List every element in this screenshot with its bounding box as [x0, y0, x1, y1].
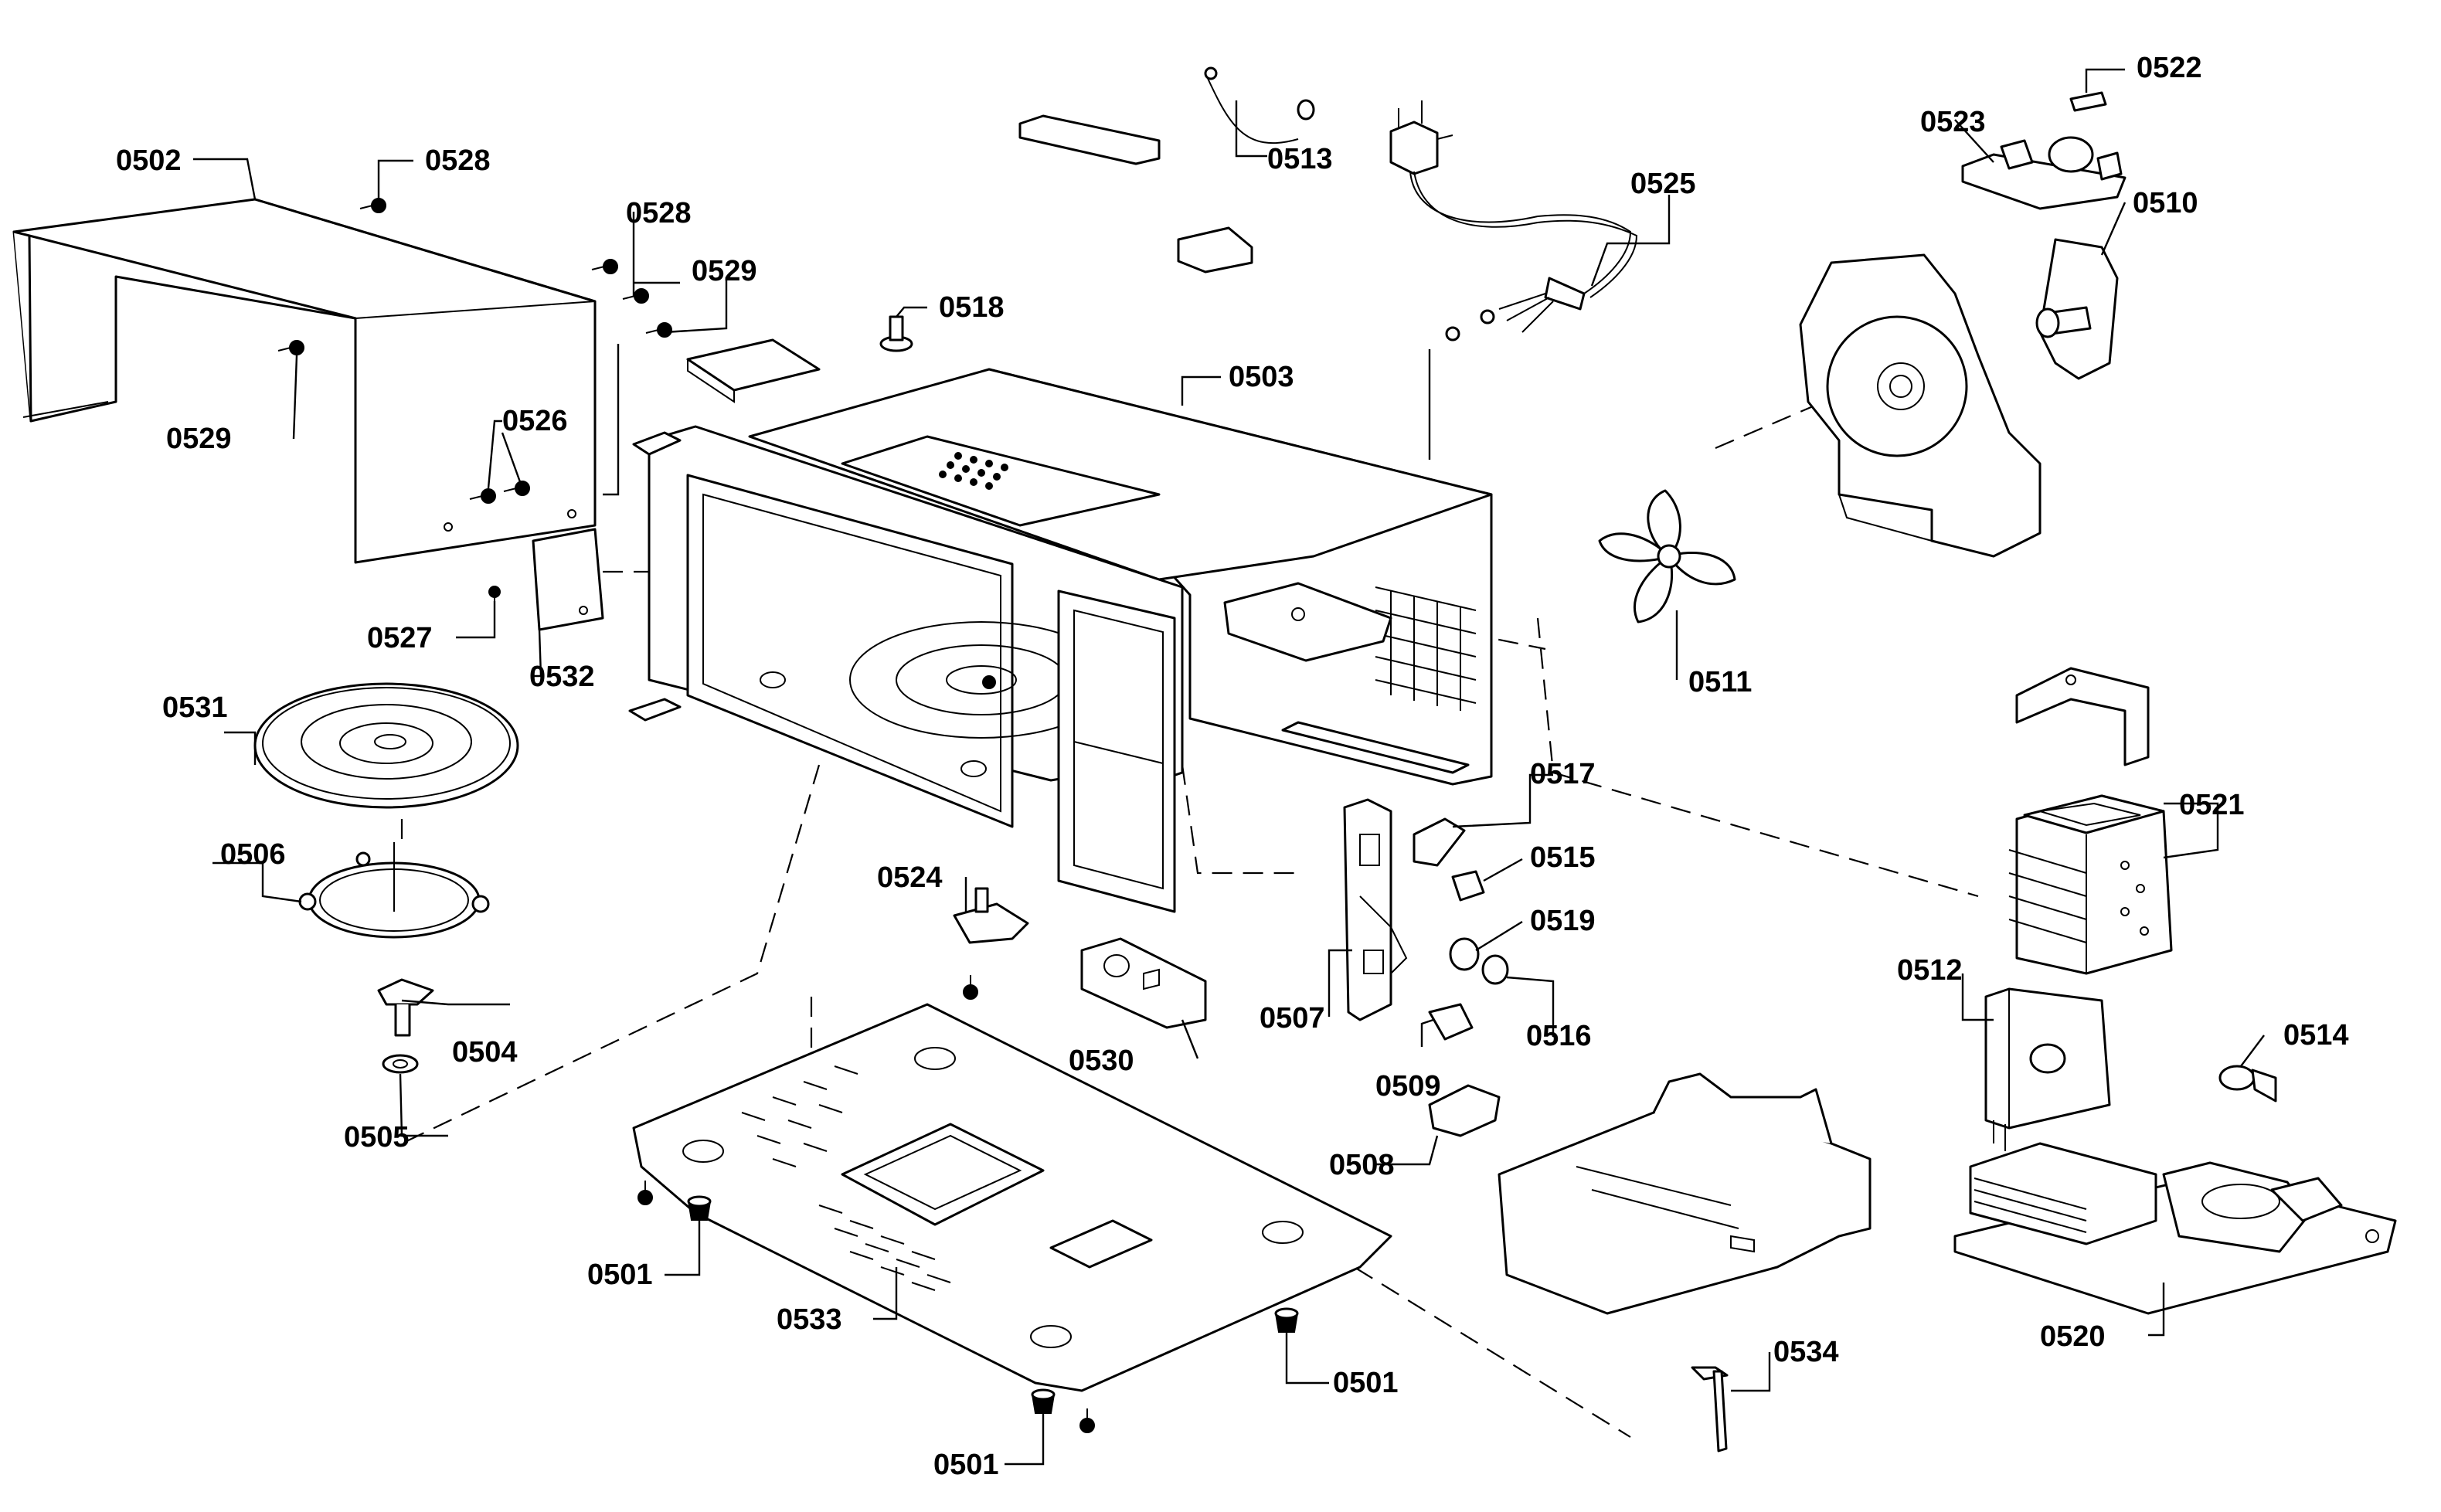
label-0513: 0513 [1267, 143, 1333, 175]
label-0504: 0504 [452, 1036, 518, 1069]
thermostat-0524 [953, 887, 1029, 944]
air-duct [1498, 1072, 1872, 1315]
label-0532: 0532 [529, 661, 595, 693]
label-0505: 0505 [344, 1121, 410, 1154]
fan-housing [1799, 253, 2042, 558]
outer-cabinet-0502 [12, 198, 597, 564]
lamp-0514 [2218, 1065, 2277, 1103]
roller-ring-0506 [298, 842, 490, 939]
magnetron-0521 [2008, 794, 2173, 975]
label-0501: 0501 [1333, 1367, 1399, 1399]
rubber-foot-icon [1031, 1388, 1056, 1414]
label-0531: 0531 [162, 691, 228, 724]
screw-icon [645, 322, 672, 338]
label-0502: 0502 [116, 144, 182, 177]
small-block [1177, 226, 1253, 274]
label-0516: 0516 [1526, 1020, 1592, 1052]
switch-0515 [1451, 870, 1485, 902]
side-vent-grid [1375, 586, 1477, 711]
main-chassis-0503 [628, 368, 1493, 913]
base-vent-slots [741, 1065, 951, 1291]
label-0517: 0517 [1530, 758, 1596, 790]
rubber-foot-icon [1274, 1307, 1299, 1333]
label-0501: 0501 [933, 1449, 999, 1481]
screw-icon [637, 1181, 653, 1205]
coupler-0504 [377, 978, 434, 1037]
sensor-cable-0513 [1204, 66, 1315, 144]
label-0526: 0526 [502, 405, 568, 437]
waveguide-cover-0532 [532, 528, 604, 631]
fan-motor-0510 [2035, 238, 2119, 380]
top-bracket [686, 338, 821, 403]
label-0509: 0509 [1375, 1070, 1441, 1103]
label-0503: 0503 [1229, 361, 1294, 393]
label-0511: 0511 [1688, 666, 1752, 698]
label-0528: 0528 [425, 144, 491, 177]
screw-icon [1079, 1408, 1095, 1433]
screw-icon [591, 259, 618, 274]
label-0514: 0514 [2283, 1019, 2349, 1052]
power-cord-0525 [1389, 100, 1638, 341]
base-plate-0533 [632, 1003, 1392, 1392]
latch-lever-0517 [1413, 817, 1466, 867]
label-0521: 0521 [2179, 789, 2245, 821]
label-0512: 0512 [1897, 954, 1963, 987]
label-0525: 0525 [1630, 168, 1696, 200]
label-0528: 0528 [626, 197, 692, 229]
transformer-base-0520 [1953, 1142, 2397, 1315]
screw-icon [277, 340, 304, 355]
label-0519: 0519 [1530, 905, 1596, 937]
label-0534: 0534 [1773, 1336, 1839, 1368]
top-vent-holes [939, 452, 1008, 490]
noise-filter-board-0523 [1961, 136, 2127, 210]
label-0522: 0522 [2137, 52, 2202, 84]
glass-turntable-0531 [253, 682, 519, 809]
magnetron-bracket [2015, 667, 2150, 766]
fan-blade-icon [1598, 489, 1736, 623]
screw-icon [469, 488, 496, 504]
bracket-0534 [1691, 1366, 1729, 1453]
screw-icon [359, 198, 386, 213]
label-0510: 0510 [2133, 187, 2198, 219]
label-0506: 0506 [220, 838, 286, 871]
part-labels: 0502 0528 0528 0529 0529 0526 0527 0532 … [116, 52, 2349, 1481]
clip-0518 [879, 315, 913, 352]
label-0529: 0529 [692, 255, 757, 287]
label-0533: 0533 [777, 1303, 842, 1336]
washer-0505 [382, 1054, 419, 1074]
fuse-0522 [2069, 91, 2107, 112]
sensor-bracket-0530 [1080, 937, 1207, 1029]
label-0530: 0530 [1069, 1045, 1134, 1077]
label-0508: 0508 [1329, 1149, 1395, 1181]
switch-0519 [1449, 937, 1509, 985]
switch-0509 [1428, 1003, 1474, 1041]
label-0518: 0518 [939, 291, 1005, 324]
label-0524: 0524 [877, 861, 943, 894]
label-0529: 0529 [166, 423, 232, 455]
screw-icon [963, 975, 978, 1000]
leader-lines [193, 68, 2265, 1466]
label-0523: 0523 [1920, 106, 1986, 138]
switch-bracket-0507 [1343, 798, 1408, 1021]
switch-0508 [1428, 1084, 1501, 1137]
rubber-foot-icon [687, 1195, 712, 1221]
capacitor-0512 [1984, 987, 2111, 1151]
small-screw-0527 [488, 586, 501, 601]
latch-bar [1018, 114, 1161, 165]
label-0507: 0507 [1260, 1002, 1325, 1035]
label-0501: 0501 [587, 1259, 653, 1291]
label-0515: 0515 [1530, 841, 1596, 874]
power-plug-icon [1389, 100, 1453, 175]
label-0520: 0520 [2040, 1320, 2106, 1353]
label-0527: 0527 [367, 622, 433, 654]
screw-icon [622, 288, 649, 304]
